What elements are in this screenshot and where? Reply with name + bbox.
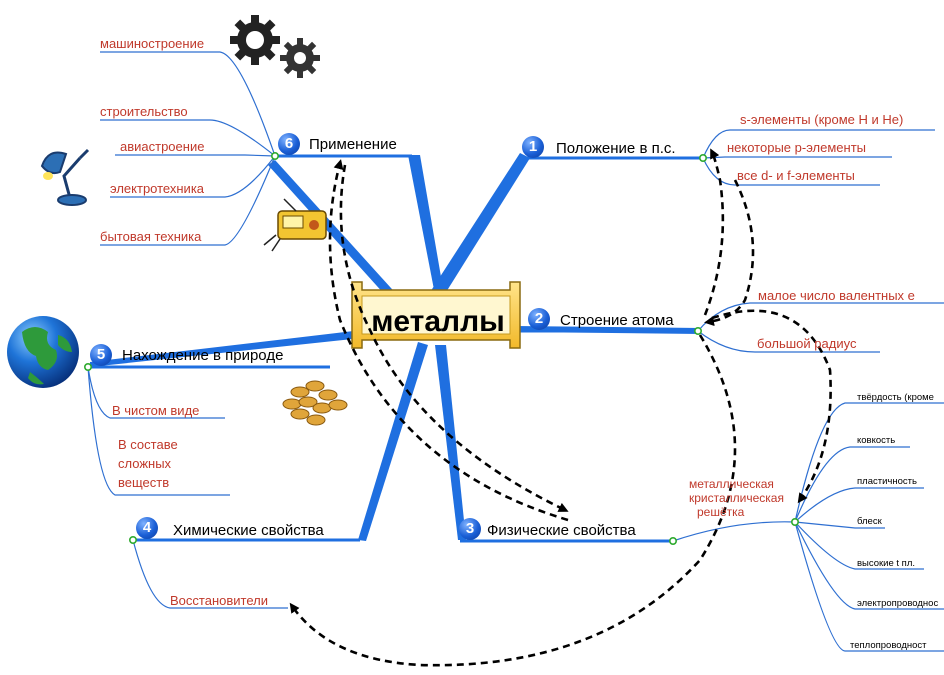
physical-item-hardness: твёрдость (кроме bbox=[857, 392, 934, 403]
physical-item-electrical-conductivity: электропроводнос bbox=[857, 598, 939, 609]
nature-item-compounds: В составе сложных веществ bbox=[118, 437, 178, 490]
topic-number-3: 3 bbox=[459, 518, 481, 540]
chemical-item-reducers: Восстановители bbox=[170, 593, 268, 608]
globe-icon bbox=[7, 316, 79, 388]
topic-application-label: Применение bbox=[309, 136, 397, 153]
lattice-label-line-2: кристаллическая bbox=[689, 491, 784, 505]
center-plaque bbox=[351, 281, 521, 349]
lattice-label-line-1: металлическая bbox=[689, 477, 774, 491]
physical-item-luster: блеск bbox=[857, 516, 882, 527]
relation-arrows bbox=[289, 148, 832, 667]
topic-number-4: 4 bbox=[136, 517, 158, 539]
nature-item-pure: В чистом виде bbox=[112, 403, 200, 418]
lattice-label-line-3: решётка bbox=[697, 505, 745, 519]
physical-item-malleability: ковкость bbox=[857, 435, 896, 446]
topic-number-2: 2 bbox=[528, 308, 550, 330]
topic-atom-label: Строение атома bbox=[560, 312, 674, 329]
application-item-machinery: машиностроение bbox=[100, 36, 205, 51]
physical-item-thermal-conductivity: теплопроводност bbox=[850, 640, 927, 651]
application-item-household: бытовая техника bbox=[100, 229, 202, 244]
topic-number-5: 5 bbox=[90, 344, 112, 366]
atom-item-radius: большой радиус bbox=[757, 336, 857, 351]
desk-lamp-icon bbox=[40, 148, 90, 206]
physical-item-plasticity: пластичность bbox=[857, 476, 917, 487]
position-item-p: некоторые р-элементы bbox=[727, 140, 867, 155]
topic-number-6: 6 bbox=[278, 133, 300, 155]
coins-icon bbox=[282, 380, 348, 426]
position-item-s: s-элементы (кроме Н и Не) bbox=[740, 112, 904, 127]
center-title: металлы bbox=[371, 305, 505, 338]
gears-icon bbox=[230, 15, 320, 78]
topic-physical-label: Физические свойства bbox=[487, 522, 636, 539]
position-item-df: все d- и f-элементы bbox=[737, 168, 855, 183]
topic-number-1: 1 bbox=[522, 136, 544, 158]
topic-chemical-label: Химические свойства bbox=[173, 522, 324, 539]
physical-item-melting-point: высокие t пл. bbox=[857, 558, 916, 569]
topic-nature-label: Нахождение в природе bbox=[122, 347, 284, 364]
application-item-aviation: авиастроение bbox=[120, 139, 205, 154]
radio-icon bbox=[263, 198, 327, 252]
atom-item-valence: малое число валентных е bbox=[758, 288, 915, 303]
application-item-construction: строительство bbox=[100, 104, 188, 119]
topic-position-label: Положение в п.с. bbox=[556, 140, 676, 157]
application-item-electrical: электротехника bbox=[110, 181, 205, 196]
